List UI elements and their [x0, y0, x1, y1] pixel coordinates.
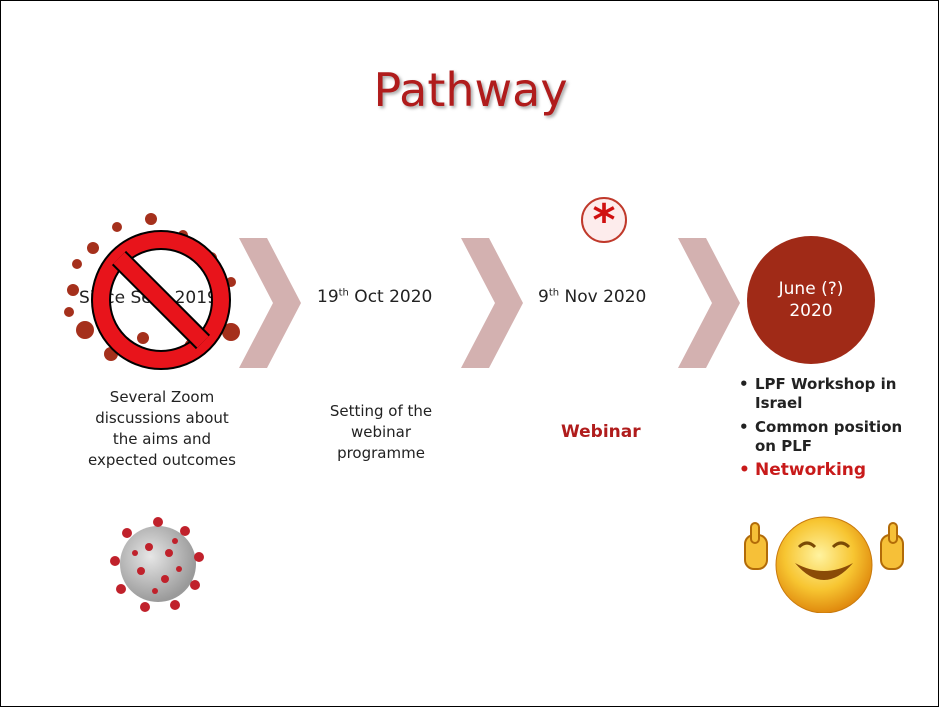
june-circle: June (?) 2020	[747, 236, 875, 364]
prohibition-icon	[91, 230, 231, 370]
stage-3-label: 9th Nov 2020	[538, 287, 647, 307]
chevron-arrow-icon	[461, 238, 523, 368]
list-item: Networking	[737, 461, 917, 481]
stage-2-label: 19th Oct 2020	[317, 287, 433, 307]
chevron-arrow-icon	[678, 238, 740, 368]
webinar-label: Webinar	[561, 422, 641, 442]
coronavirus-icon	[110, 517, 204, 612]
list-item: Common position on PLF	[737, 418, 917, 456]
smiley-fingers-crossed-icon	[744, 516, 904, 613]
stage-1-description: Several Zoom discussions about the aims …	[88, 388, 236, 469]
list-item: LPF Workshop in Israel	[737, 375, 917, 413]
slide-title: Pathway	[373, 63, 568, 117]
asterisk-icon: *	[581, 195, 627, 246]
workshop-bullets: LPF Workshop in Israel Common position o…	[737, 375, 917, 485]
stage-2-description: Setting of the webinar programme	[329, 402, 433, 462]
chevron-arrow-icon	[239, 238, 301, 368]
